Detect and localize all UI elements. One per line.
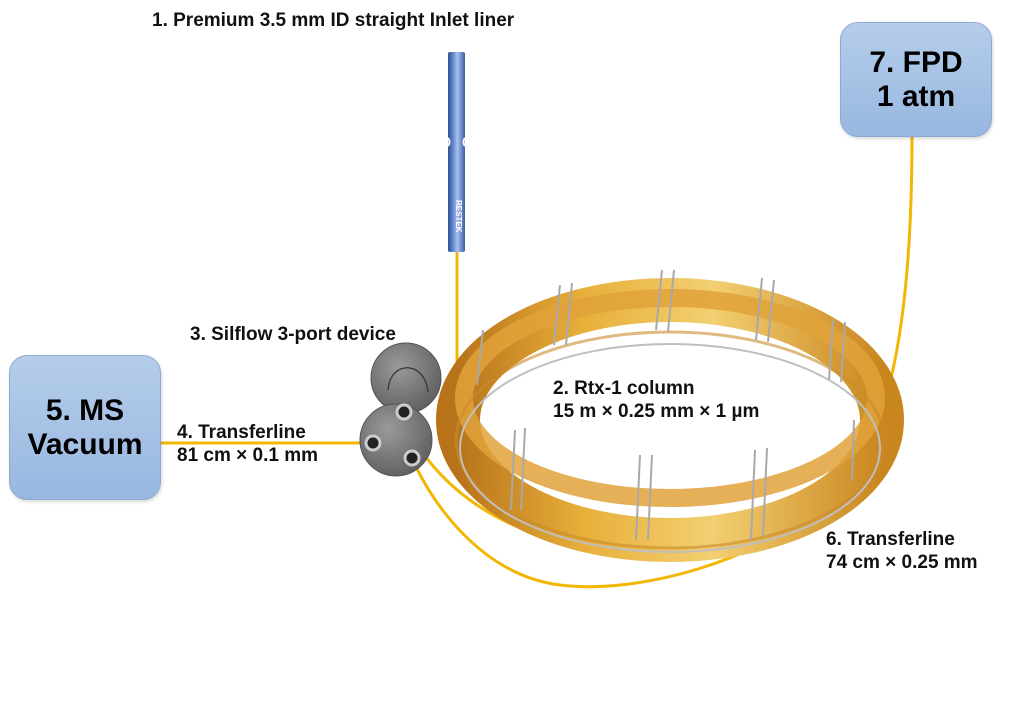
transferline-6-spec: 74 cm × 0.25 mm xyxy=(826,552,978,573)
ms-box-line1: 5. MS xyxy=(45,393,125,427)
silflow-device-label: 3. Silflow 3-port device xyxy=(190,324,396,345)
column-label: 2. Rtx-1 column 15 m × 0.25 mm × 1 µm xyxy=(553,377,759,423)
transferline-6-title: 6. Transferline xyxy=(826,529,955,550)
transferline-6-label: 6. Transferline 74 cm × 0.25 mm xyxy=(826,528,978,574)
transferline-4-title: 4. Transferline xyxy=(177,422,306,443)
fpd-box-line2: 1 atm xyxy=(876,79,956,113)
column-spec: 15 m × 0.25 mm × 1 µm xyxy=(553,401,760,422)
fpd-box-line1: 7. FPD xyxy=(869,45,963,79)
ms-box-line2: Vacuum xyxy=(27,427,143,461)
column-title: 2. Rtx-1 column xyxy=(553,378,695,399)
ms-vacuum-box: 5. MS Vacuum xyxy=(9,355,161,500)
transferline-4-spec: 81 cm × 0.1 mm xyxy=(177,445,319,466)
inlet-liner-label: 1. Premium 3.5 mm ID straight Inlet line… xyxy=(152,10,515,31)
gc-column-image xyxy=(436,269,904,562)
svg-text:RESTEK: RESTEK xyxy=(454,200,463,233)
inlet-liner-image: RESTEK xyxy=(447,52,466,252)
transferline-4-label: 4. Transferline 81 cm × 0.1 mm xyxy=(177,421,318,467)
silflow-device-image xyxy=(359,342,442,477)
fpd-box: 7. FPD 1 atm xyxy=(840,22,992,137)
